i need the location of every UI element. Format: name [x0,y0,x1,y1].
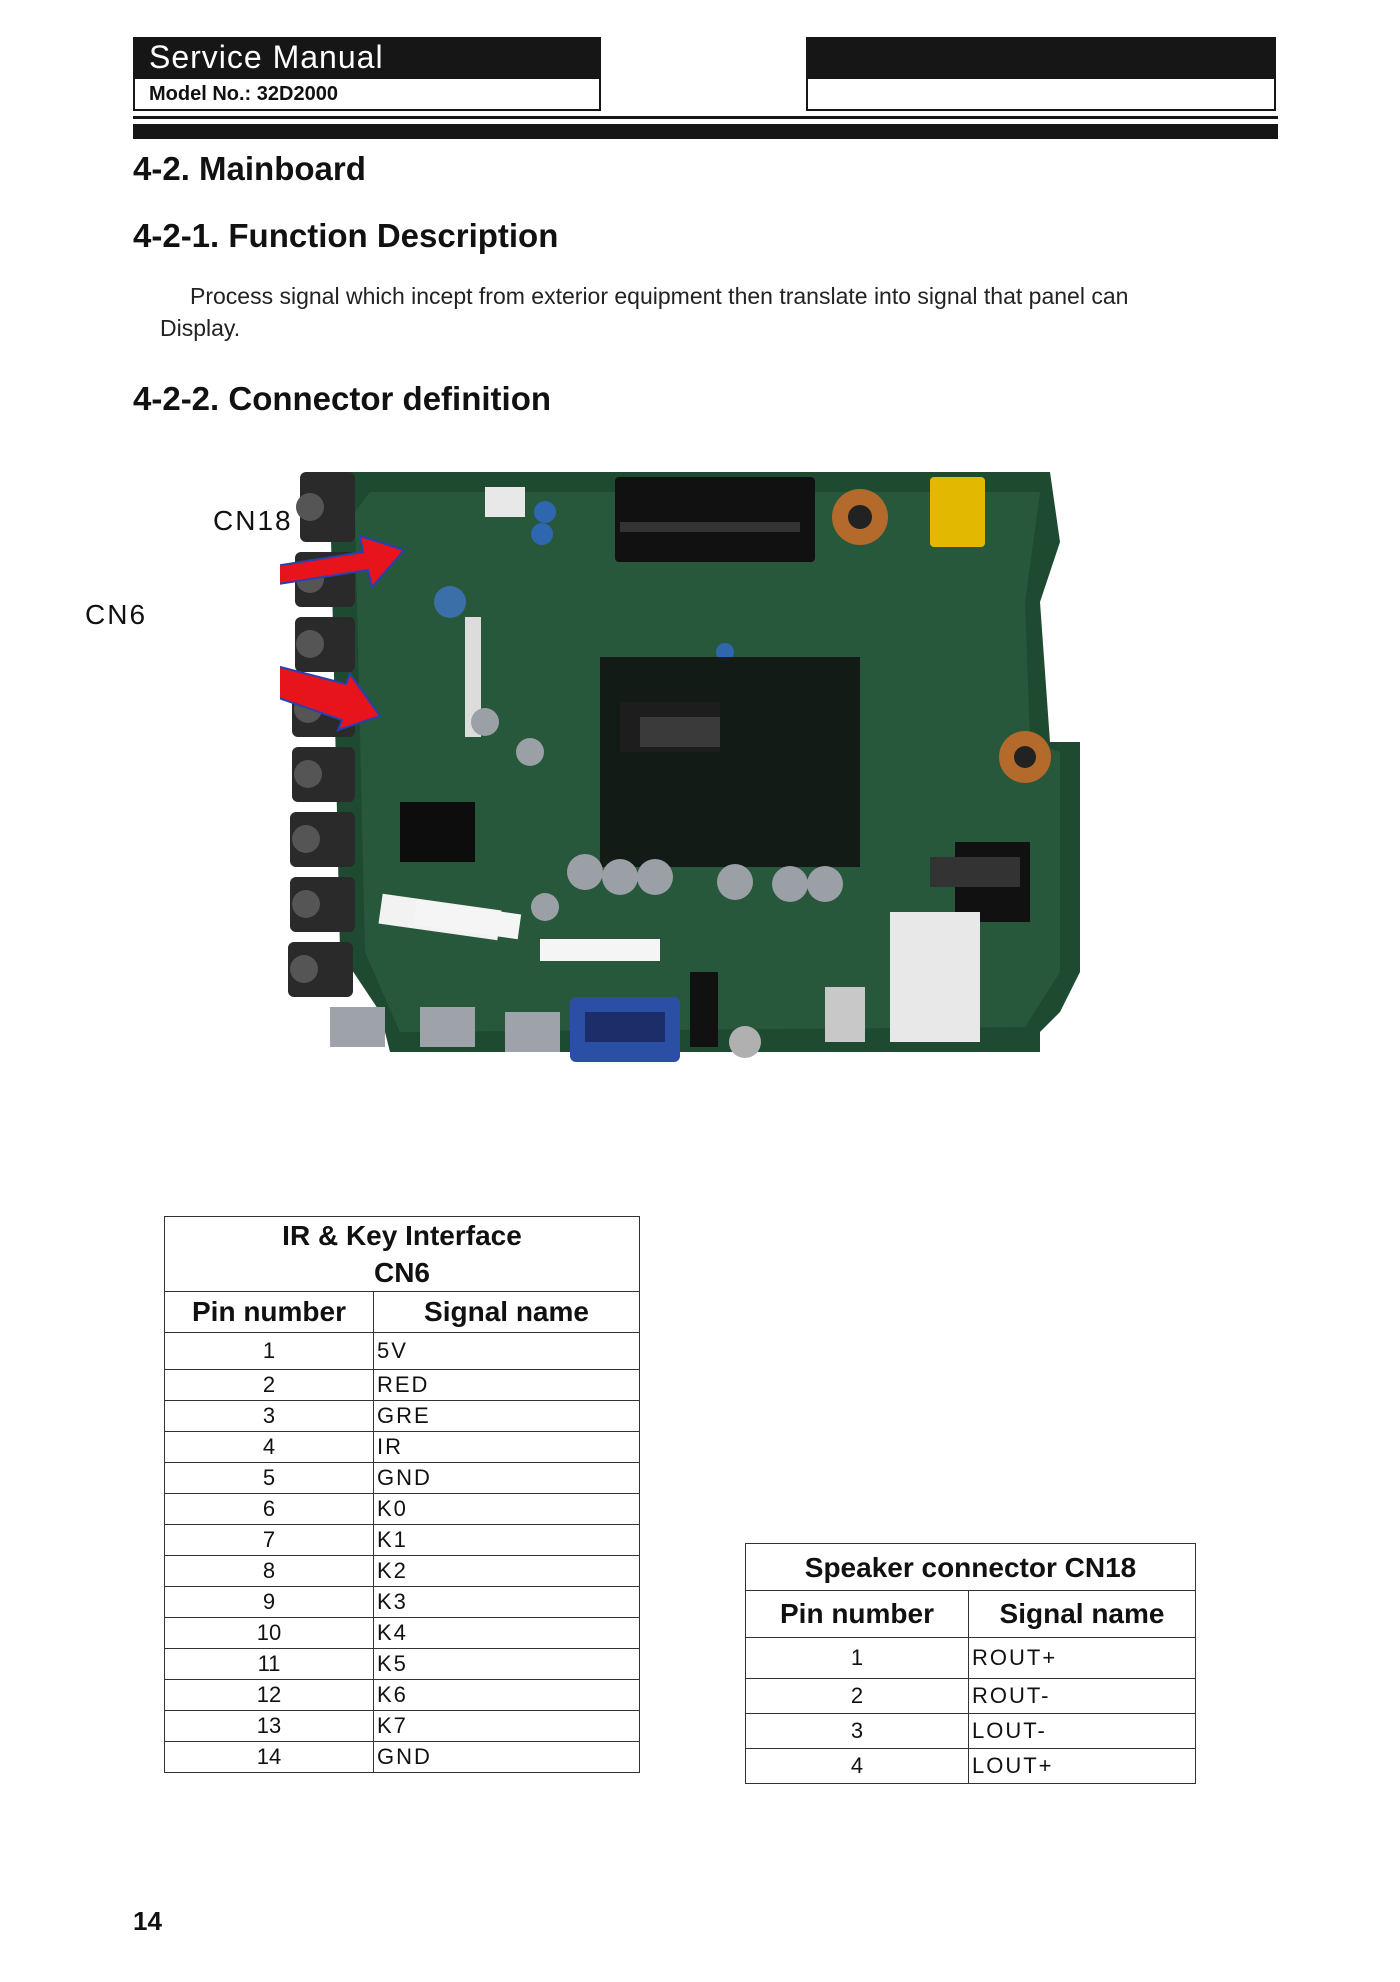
pin-cell: 8 [164,1555,374,1587]
cn6-label: CN6 [85,599,148,630]
page-number: 14 [133,1906,162,1936]
pin-cell: 2 [745,1678,969,1714]
signal-cell: 5V [373,1332,640,1370]
pin-cell: 1 [745,1637,969,1679]
pin-cell: 2 [164,1369,374,1401]
model-label: Model No.: 32D2000 [149,83,338,105]
signal-cell: K0 [373,1493,640,1525]
pin-cell: 10 [164,1617,374,1649]
pin-cell: 14 [164,1741,374,1773]
pin-cell: 3 [745,1713,969,1749]
pin-cell: 12 [164,1679,374,1711]
signal-cell: GND [373,1741,640,1773]
pin-cell: 7 [164,1524,374,1556]
signal-cell: GND [373,1462,640,1494]
signal-cell: K3 [373,1586,640,1618]
signal-cell: ROUT- [968,1678,1196,1714]
cn18-col-pin-header: Pin number [745,1590,969,1638]
pin-cell: 3 [164,1400,374,1432]
cn6-pin-table: IR & Key Interface CN6 Pin number Signal… [164,1216,640,1773]
header-model-box: Model No.: 32D2000 [133,77,601,111]
signal-cell: RED [373,1369,640,1401]
signal-cell: K1 [373,1524,640,1556]
function-text-line2: Display. [160,315,241,341]
signal-cell: K2 [373,1555,640,1587]
header-right-bar [806,37,1276,77]
signal-cell: LOUT+ [968,1748,1196,1784]
connector-definition-title: 4-2-2. Connector definition [133,380,552,417]
header-rule-thick [133,124,1278,139]
cn18-pin-table: Speaker connector CN18 Pin number Signal… [745,1543,1196,1784]
function-text-line1: Process signal which incept from exterio… [190,283,1129,309]
cn6-table-title-line2: CN6 [373,1257,430,1288]
pin-cell: 6 [164,1493,374,1525]
mainboard-photo [280,472,1080,1062]
pin-cell: 1 [164,1332,374,1370]
signal-cell: K6 [373,1679,640,1711]
header-right-box [806,77,1276,111]
signal-cell: ROUT+ [968,1637,1196,1679]
cn6-table-title-line1: IR & Key Interface [282,1220,522,1251]
function-description-title: 4-2-1. Function Description [133,217,559,254]
header-manual-title-bar: Service Manual [133,37,601,77]
manual-title: Service Manual [149,39,384,75]
pin-cell: 4 [164,1431,374,1463]
signal-cell: K4 [373,1617,640,1649]
signal-cell: GRE [373,1400,640,1432]
cn18-col-signal-header: Signal name [968,1590,1196,1638]
pin-cell: 11 [164,1648,374,1680]
cn6-col-signal-header: Signal name [373,1291,640,1333]
signal-cell: LOUT- [968,1713,1196,1749]
pin-cell: 13 [164,1710,374,1742]
signal-cell: K5 [373,1648,640,1680]
pin-cell: 5 [164,1462,374,1494]
signal-cell: IR [373,1431,640,1463]
signal-cell: K7 [373,1710,640,1742]
pin-cell: 9 [164,1586,374,1618]
pin-cell: 4 [745,1748,969,1784]
cn18-label: CN18 [213,505,293,536]
header-rule-thin [133,116,1278,119]
section-title: 4-2. Mainboard [133,150,366,187]
cn6-col-pin-header: Pin number [164,1291,374,1333]
cn18-table-title: Speaker connector CN18 [745,1543,1196,1591]
cn6-table-title: IR & Key Interface CN6 [164,1216,640,1292]
